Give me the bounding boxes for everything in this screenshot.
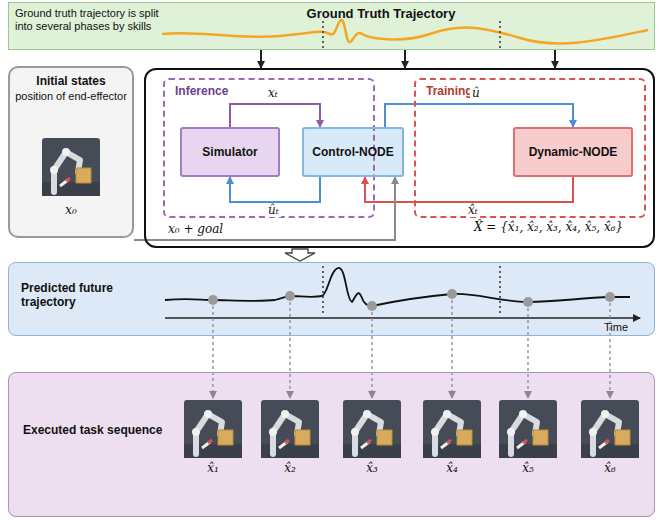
predicted-trajectory-band: Predicted future trajectory [8, 262, 655, 336]
phase-divider [322, 21, 324, 48]
node-title: X̂ = {x̂₁, x̂₂, x̂₃, x̂₄, x̂₅, x̂₆} [474, 220, 652, 234]
frame-label: x̂₄ [432, 461, 472, 475]
frame-label: x̂₅ [508, 461, 548, 475]
sample-dot [523, 297, 533, 307]
robot-image [42, 138, 100, 196]
box-fill [8, 372, 655, 517]
frame-label: x̂₃ [352, 461, 392, 475]
phase-divider [499, 21, 501, 48]
sample-dot [208, 295, 218, 305]
node-title: Inference [175, 84, 275, 98]
connector [289, 302, 290, 398]
control-node-box: Control-NODE [302, 127, 404, 177]
box-fill [8, 2, 655, 50]
frame-label: x̂₂ [270, 461, 310, 475]
connector [134, 177, 395, 240]
ground-truth-band: Ground Truth Trajectory Ground truth traj… [8, 2, 655, 50]
connector [260, 50, 262, 68]
connector [230, 177, 320, 202]
edge-label: ûₜ [266, 204, 281, 217]
node-note: position of end-effector [10, 90, 132, 103]
node-title: Initial states [10, 74, 132, 88]
fill-layer [8, 2, 655, 517]
edge-label: xₜ [266, 87, 280, 100]
phase-divider [322, 266, 324, 314]
connector [451, 300, 452, 398]
connector [554, 50, 556, 68]
predicted-curve [165, 268, 630, 306]
sample-dot [605, 292, 615, 302]
robot-image [343, 400, 401, 458]
connector [371, 312, 372, 398]
edge-label: x̂ₜ [466, 204, 480, 217]
box-fill [8, 66, 134, 238]
node-title: Dynamic-NODE [529, 145, 618, 159]
robot-image [184, 400, 242, 458]
time-axis [165, 317, 640, 318]
state-label: x₀ [53, 203, 89, 217]
node-title: Simulator [202, 145, 257, 159]
ground-truth-curve [162, 20, 648, 44]
robot-image [499, 400, 557, 458]
robot-image [423, 400, 481, 458]
edge-label: û [470, 87, 482, 100]
frame-label: x̂₆ [590, 461, 630, 475]
edge-label: x₀ + goal [166, 223, 225, 236]
phase-divider [499, 266, 501, 314]
framework-box: X̂ = {x̂₁, x̂₂, x̂₃, x̂₄, x̂₅, x̂₆} Infer… [144, 68, 655, 248]
node-title: Executed task sequence [23, 423, 163, 437]
hollow-arrow [285, 249, 315, 261]
node-title: Control-NODE [312, 145, 393, 159]
box-fill [8, 262, 655, 336]
training-region: TrainingDynamic-NODE [414, 78, 646, 218]
simulator-box: Simulator [180, 127, 280, 177]
box-fill [180, 127, 280, 177]
box-fill [302, 127, 404, 177]
node-title: Ground Truth Trajectory [231, 6, 531, 22]
robot-image [261, 400, 319, 458]
sample-dot [367, 301, 377, 311]
node-title: Predicted future trajectory [21, 281, 161, 310]
axis-label: Time [604, 321, 644, 334]
robot-image [581, 400, 639, 458]
connector [230, 104, 320, 127]
executed-sequence-band: Executed task sequence [8, 372, 655, 517]
connector [212, 306, 213, 398]
connector [609, 303, 610, 398]
frame-label: x̂₁ [193, 461, 233, 475]
connector [365, 177, 573, 202]
sample-dot [285, 291, 295, 301]
box-fill [513, 127, 633, 177]
sample-dot [447, 289, 457, 299]
node-note: Ground truth trajectory is split into se… [15, 7, 167, 33]
connector [404, 50, 406, 68]
connector [527, 308, 528, 398]
dynamic-node-box: Dynamic-NODE [513, 127, 633, 177]
